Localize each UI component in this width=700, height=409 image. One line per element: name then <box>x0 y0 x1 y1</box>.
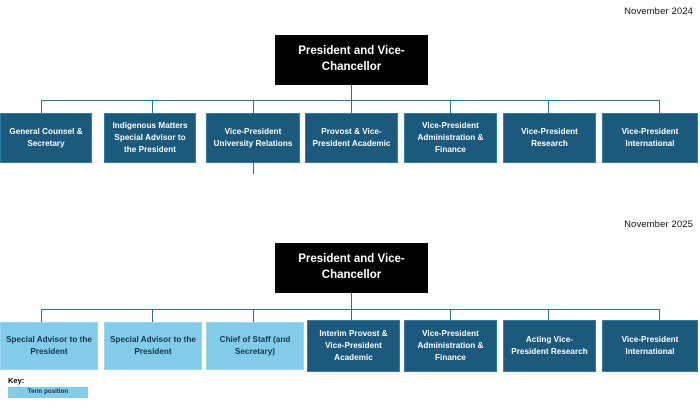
box-vp-research-2024[interactable]: Vice-President Research <box>503 113 596 163</box>
org-chart-2024: November 2024 President and Vice-Chancel… <box>0 6 698 174</box>
box-general-counsel-secretary-2024[interactable]: General Counsel & Secretary <box>0 113 92 163</box>
legend-swatch-term-position: Term position <box>8 386 88 398</box>
date-label-2024: November 2024 <box>624 6 693 17</box>
connector-drop-2-2025 <box>152 309 153 322</box>
connector-bus-2025 <box>41 309 660 310</box>
box-indigenous-matters-advisor-2024[interactable]: Indigenous Matters Special Advisor to th… <box>104 113 196 163</box>
connector-root-stem-2025 <box>351 293 352 310</box>
box-vp-university-relations-2024[interactable]: Vice-President University Relations <box>206 113 300 163</box>
root-box-president-2024[interactable]: President and Vice-Chancellor <box>275 35 428 85</box>
legend: Key: Term position <box>8 377 208 398</box>
connector-bus-2024 <box>41 100 660 101</box>
org-chart-2025: November 2025 President and Vice-Chancel… <box>0 205 700 409</box>
box-interim-provost-vp-academic-2025[interactable]: Interim Provost & Vice-President Academi… <box>307 320 400 372</box>
connector-drop-7-2025 <box>659 309 660 322</box>
box-special-advisor-president-2-2025[interactable]: Special Advisor to the President <box>104 322 202 370</box>
connector-drop-1-2025 <box>41 309 42 322</box>
box-vp-administration-finance-2025[interactable]: Vice-President Administration & Finance <box>404 320 497 372</box>
connector-drop-4-2025 <box>351 309 352 322</box>
connector-drop-6-2024 <box>548 100 549 113</box>
connector-root-stem-2024 <box>351 85 352 101</box>
box-special-advisor-president-1-2025[interactable]: Special Advisor to the President <box>0 322 98 370</box>
box-chief-of-staff-2025[interactable]: Chief of Staff (and Secretary) <box>206 322 304 370</box>
connector-drop-2-2024 <box>152 100 153 113</box>
connector-drop-5-2025 <box>450 309 451 322</box>
root-box-president-2025[interactable]: President and Vice-Chancellor <box>275 243 428 293</box>
box-vp-international-2024[interactable]: Vice-President International <box>602 113 698 163</box>
box-provost-vp-academic-2024[interactable]: Provost & Vice-President Academic <box>305 113 398 163</box>
box-vp-administration-finance-2024[interactable]: Vice-President Administration & Finance <box>404 113 497 163</box>
connector-drop-4-2024 <box>351 100 352 113</box>
connector-drop-5-2024 <box>450 100 451 113</box>
connector-drop-3-2024 <box>253 100 254 113</box>
connector-drop-6-2025 <box>548 309 549 322</box>
connector-drop-3-2025 <box>253 309 254 322</box>
connector-drop-1-2024 <box>41 100 42 113</box>
box-vp-international-2025[interactable]: Vice-President International <box>602 320 698 372</box>
connector-stub-university-relations-2024 <box>253 163 254 174</box>
date-label-2025: November 2025 <box>624 219 693 230</box>
connector-drop-7-2024 <box>659 100 660 113</box>
box-acting-vp-research-2025[interactable]: Acting Vice-President Research <box>503 320 596 372</box>
legend-title: Key: <box>8 376 25 385</box>
